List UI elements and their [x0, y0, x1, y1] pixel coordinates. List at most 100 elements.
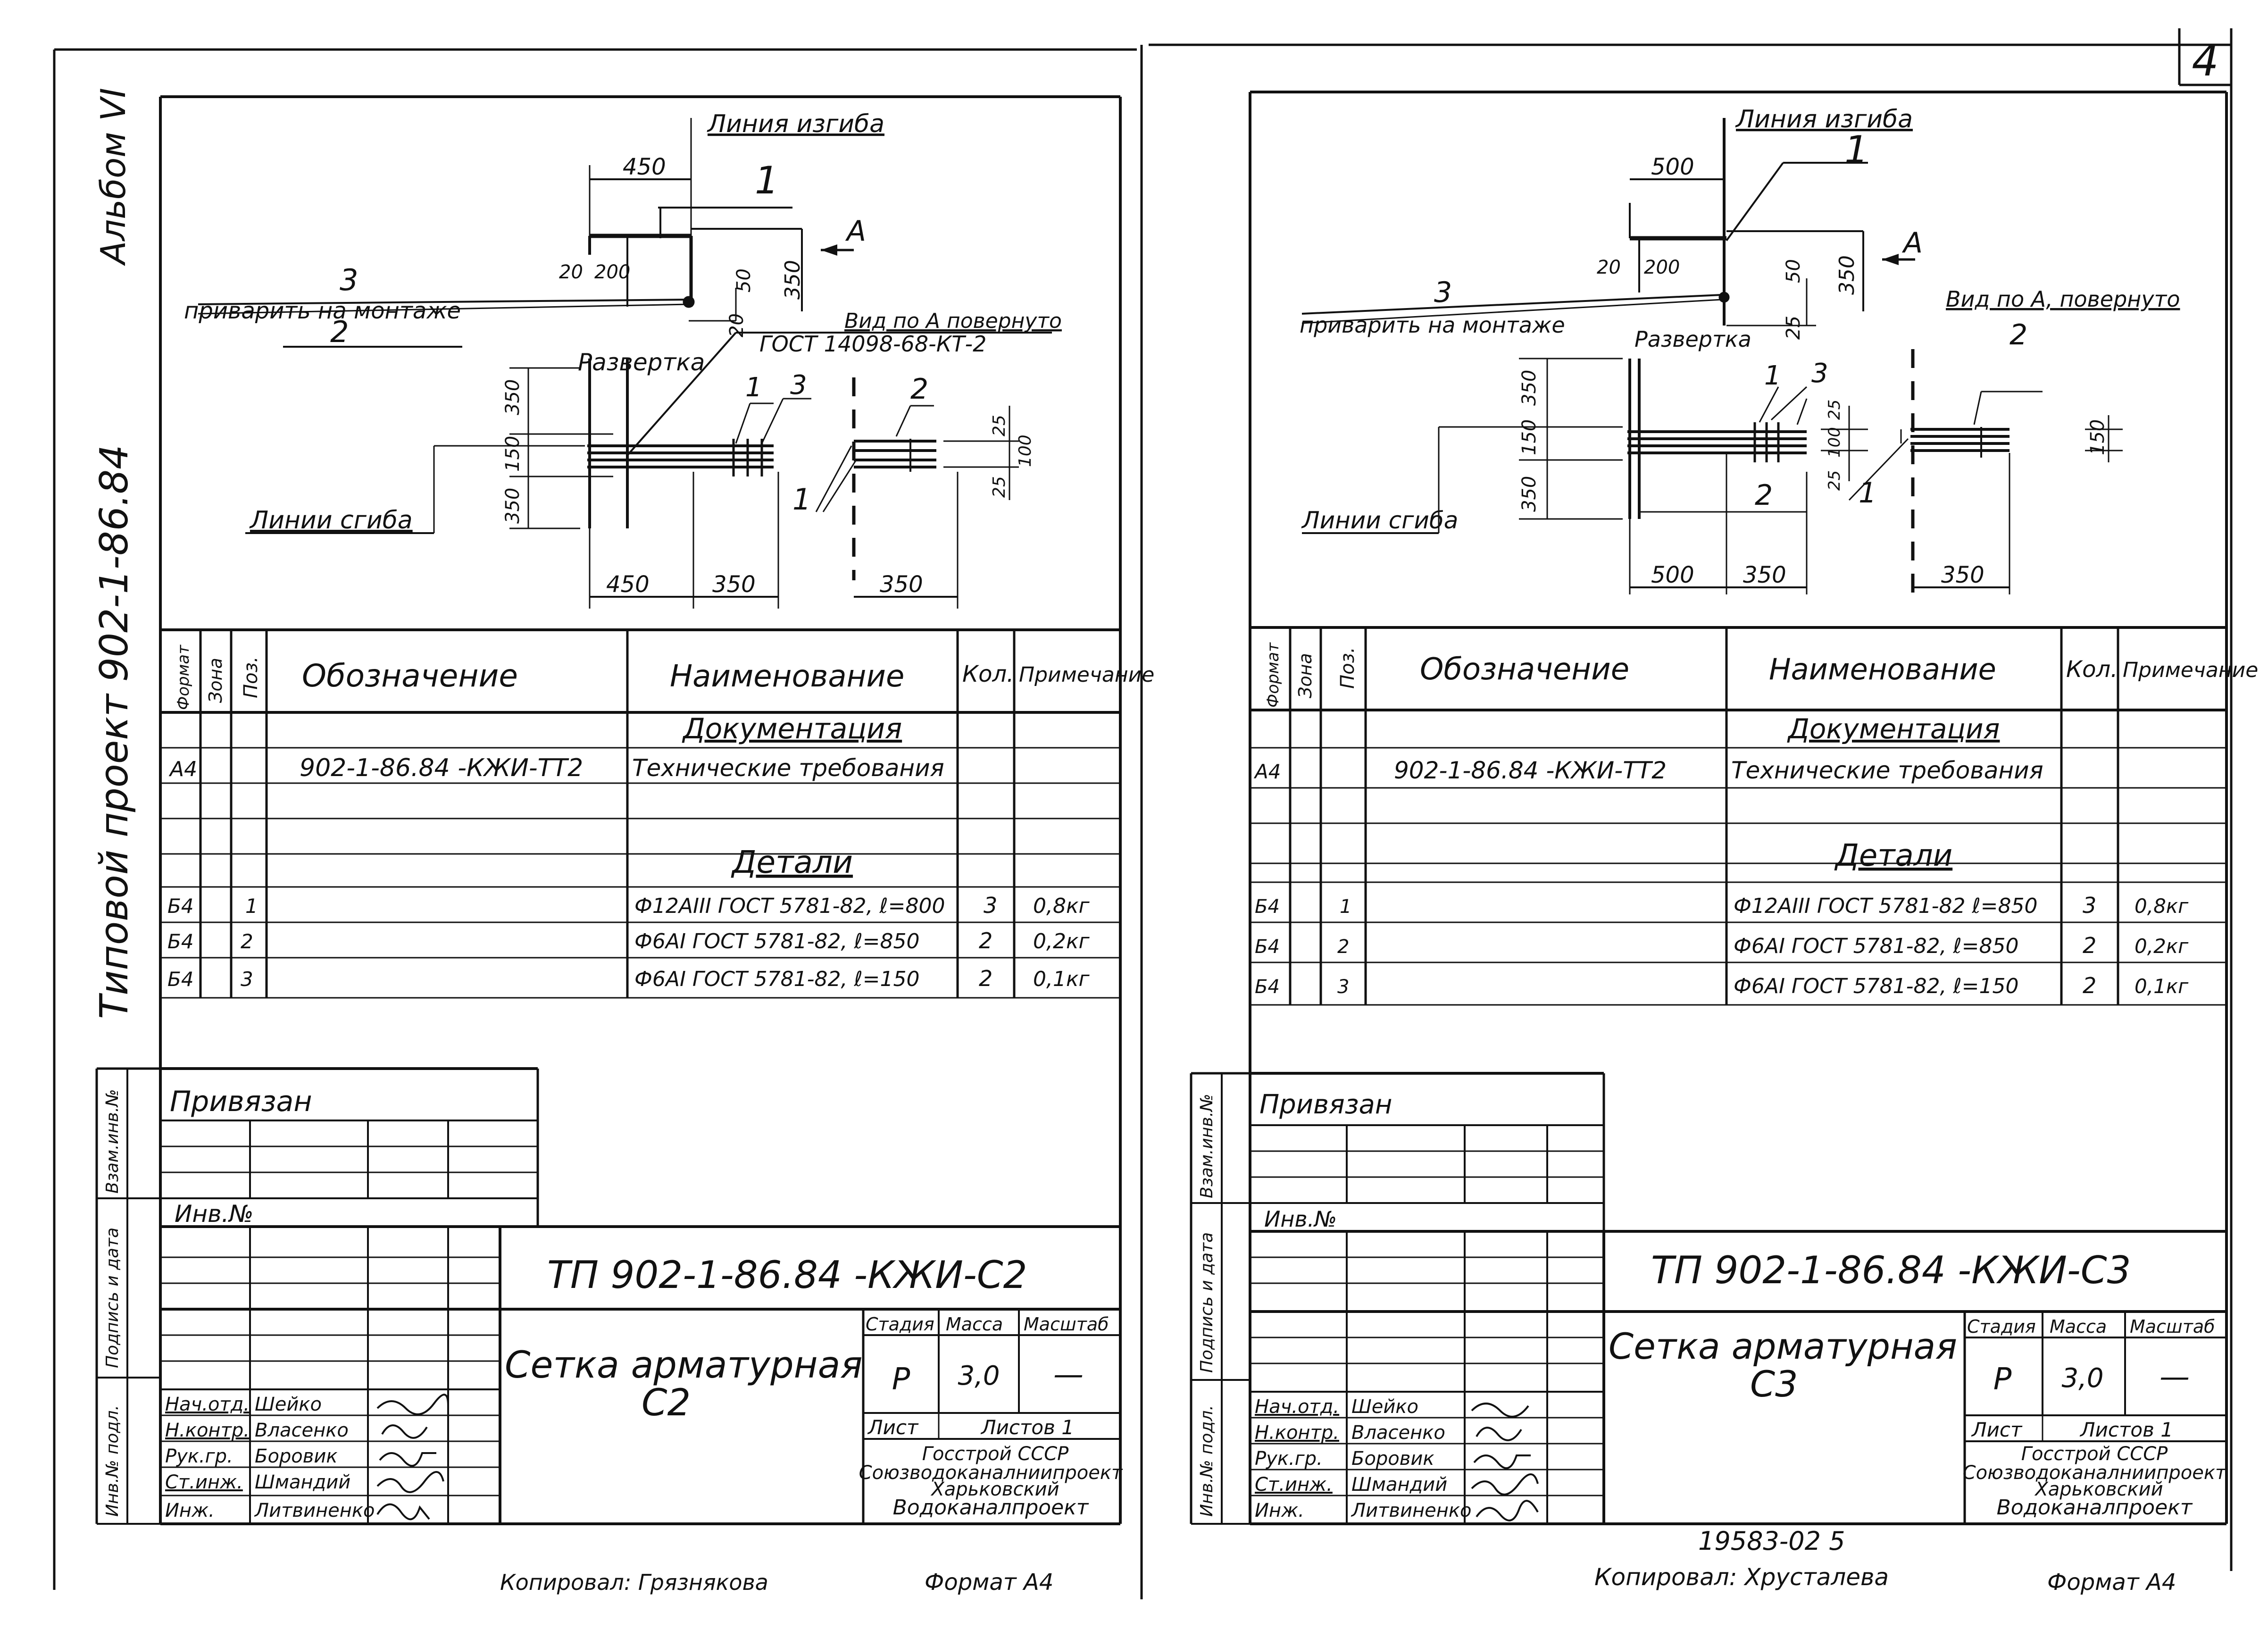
- stamp-col-replace: Взам.инв.№: [103, 1089, 122, 1194]
- pos1-top: 1: [755, 159, 779, 202]
- drawing-left: [198, 118, 1052, 609]
- hdr-name: Наименование: [670, 659, 904, 694]
- stamp-col-sign-r: Подпись и дата: [1197, 1232, 1217, 1373]
- org-line2-r: Союзводоканалниипроект: [1963, 1462, 2227, 1484]
- dim-bottom-350: 350: [712, 571, 756, 598]
- hdr-pos: Поз.: [240, 656, 262, 698]
- dim-small-200: 200: [594, 261, 630, 283]
- dim-sec-150-r: 150: [2087, 419, 2109, 455]
- signatures-right: [1471, 1403, 1539, 1521]
- row2-name: Ф12АIII ГОСТ 5781-82, ℓ=800: [634, 894, 945, 918]
- org-line2: Союзводоканалниипроект: [859, 1462, 1123, 1484]
- dim-bottom-450: 450: [606, 571, 650, 598]
- hdr-qty-r: Кол.: [2066, 656, 2118, 683]
- role-1: Нач.отд.: [165, 1394, 250, 1415]
- row1-fmt-r: А4: [1253, 760, 1281, 783]
- dim-side-150: 150: [502, 436, 524, 472]
- name-1-r: Шейко: [1351, 1396, 1418, 1418]
- corner-page-number: 4: [2192, 36, 2218, 86]
- stamp-col-sign: Подпись и дата: [103, 1228, 122, 1368]
- name-1: Шейко: [255, 1394, 322, 1415]
- row2-note-r: 0,8кг: [2135, 894, 2189, 918]
- name-3: Боровик: [255, 1446, 338, 1467]
- mass-value-r: 3,0: [2061, 1363, 2103, 1394]
- dim-right-25b: 25: [990, 476, 1009, 498]
- pos3-dev: 3: [790, 370, 807, 401]
- name-4: Шмандий: [255, 1471, 350, 1493]
- row2-name-r: Ф12АIII ГОСТ 5781-82 ℓ=850: [1734, 894, 2037, 918]
- pos2-view-r: 2: [2010, 318, 2027, 351]
- row1-name-r: Технические требования: [1731, 757, 2043, 784]
- bend-lines-label: Линии сгиба: [249, 506, 413, 535]
- pos3-label-r: 3: [1434, 276, 1452, 309]
- row3-name: Ф6АI ГОСТ 5781-82, ℓ=850: [634, 929, 920, 953]
- footer-copied-r: Копировал: Хрусталева: [1594, 1563, 1889, 1591]
- dim-side-350a-r: 350: [1518, 370, 1540, 406]
- dim-right-25b-r: 25: [1825, 470, 1844, 491]
- row4-pos: 3: [241, 968, 253, 991]
- hdr-pos-r: Поз.: [1337, 647, 1359, 689]
- row4-pos-r: 3: [1337, 976, 1349, 998]
- pos3-dev-r: 3: [1811, 358, 1828, 389]
- bend-line-label-r: Линия изгиба: [1735, 105, 1913, 134]
- role-4: Ст.инж.: [165, 1471, 243, 1493]
- dim-small-50-r: 50: [1783, 259, 1804, 283]
- row4-fmt-r: Б4: [1255, 976, 1280, 998]
- view-arrow: А: [845, 215, 866, 248]
- dim-right-25a-r: 25: [1825, 400, 1844, 420]
- row2-fmt-r: Б4: [1255, 896, 1280, 918]
- name-3-r: Боровик: [1351, 1448, 1434, 1470]
- pos2-section: 2: [910, 373, 928, 406]
- development-label-r: Развертка: [1634, 326, 1751, 352]
- linked-label-r: Привязан: [1259, 1089, 1392, 1120]
- dim-small-350: 350: [781, 260, 805, 300]
- hdr-name-r: Наименование: [1769, 652, 1996, 686]
- stage-label-r: Стадия: [1967, 1316, 2036, 1337]
- title-block-left: [95, 1067, 1120, 1525]
- dim-small-20b: 20: [726, 313, 748, 337]
- row4-note-r: 0,1кг: [2135, 975, 2189, 998]
- row4-fmt: Б4: [167, 968, 194, 991]
- spec-table-right: [1250, 626, 2226, 1006]
- role-3-r: Рук.гр.: [1255, 1448, 1323, 1470]
- pos1-section-r: 1: [1859, 476, 1876, 510]
- pos2-dev-r: 2: [1755, 479, 1773, 512]
- dim-side-350b-r: 350: [1518, 476, 1540, 512]
- pos1-top-r: 1: [1844, 128, 1868, 172]
- row4-name-r: Ф6АI ГОСТ 5781-82, ℓ=150: [1734, 974, 2019, 998]
- dim-side-350a: 350: [502, 379, 524, 415]
- row4-qty: 2: [979, 966, 992, 991]
- stage-value: Р: [892, 1362, 910, 1397]
- name-2-r: Власенко: [1351, 1422, 1445, 1444]
- role-2-r: Н.контр.: [1255, 1422, 1339, 1444]
- view-note: Вид по А повернуто: [844, 309, 1062, 333]
- scale-value: —: [1053, 1357, 1084, 1392]
- mass-value: 3,0: [958, 1361, 1000, 1391]
- hdr-note: Примечание: [1019, 663, 1154, 687]
- section-parts-r: Детали: [1834, 838, 1952, 873]
- name-4-r: Шмандий: [1351, 1474, 1447, 1496]
- scale-label: Масштаб: [1024, 1314, 1109, 1335]
- title-block-right: [1190, 1072, 2226, 1525]
- row2-fmt: Б4: [167, 894, 194, 918]
- dim-top: 450: [623, 154, 666, 180]
- footer-format: Формат А4: [925, 1569, 1053, 1596]
- row3-note: 0,2кг: [1033, 929, 1090, 953]
- stamp-col-inv: Инв.№ подл.: [103, 1405, 122, 1517]
- dim-top-r: 500: [1651, 154, 1694, 180]
- pos2-label: 2: [330, 315, 349, 349]
- row2-qty-r: 3: [2083, 893, 2096, 918]
- hdr-designation-r: Обозначение: [1420, 652, 1629, 687]
- row1-designation: 902-1-86.84 -КЖИ-ТТ2: [300, 754, 583, 782]
- dim-small-20: 20: [559, 261, 583, 283]
- org-line3-r: Харьковский: [2034, 1479, 2163, 1500]
- development-label: Развертка: [578, 349, 705, 376]
- row1-fmt: А4: [168, 757, 197, 781]
- footer-copied: Копировал: Грязнякова: [500, 1570, 768, 1595]
- dim-right-100: 100: [1016, 435, 1035, 467]
- name-5: Литвиненко: [254, 1500, 375, 1521]
- view-arrow-r: А: [1901, 226, 1923, 259]
- hdr-format: Формат: [174, 644, 193, 710]
- mass-label-r: Масса: [2050, 1316, 2107, 1337]
